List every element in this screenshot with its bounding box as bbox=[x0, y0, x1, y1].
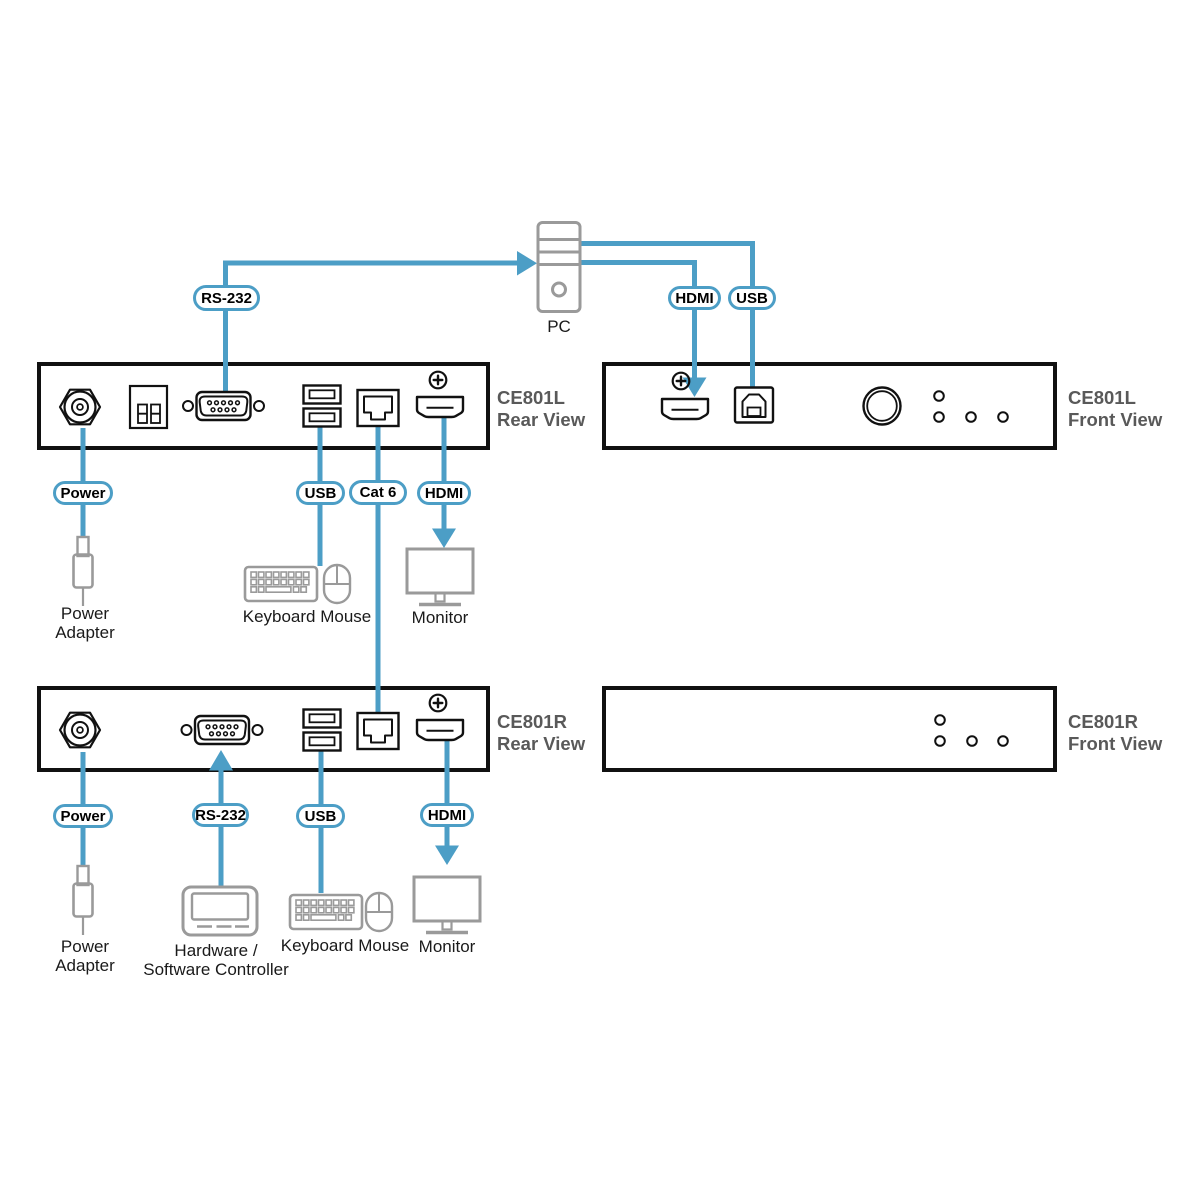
usb-cable-line-top bbox=[580, 241, 755, 387]
monitor-icon bbox=[405, 547, 475, 607]
caption-line: Hardware / bbox=[174, 941, 258, 960]
device-view: Front View bbox=[1068, 733, 1163, 754]
usb-label-pill: USB bbox=[728, 286, 776, 310]
ce801r-front-panel-box bbox=[602, 686, 1057, 772]
hdmi-label-pill: HDMI bbox=[420, 803, 474, 827]
power-adapter-caption: Power Adapter bbox=[35, 604, 135, 642]
ce801l-front-panel-box bbox=[602, 362, 1057, 450]
power-adapter-caption: Power Adapter bbox=[35, 937, 135, 975]
arrow-down-icon bbox=[432, 528, 456, 548]
device-view: Front View bbox=[1068, 409, 1163, 430]
pc-caption: PC bbox=[547, 317, 571, 336]
rs232-label-pill: RS-232 bbox=[192, 803, 249, 827]
cat6-label-pill: Cat 6 bbox=[349, 480, 407, 505]
hdmi-label-pill: HDMI bbox=[668, 286, 721, 310]
device-name: CE801L bbox=[1068, 387, 1136, 408]
device-name: CE801L bbox=[497, 387, 565, 408]
cable-lines bbox=[80, 241, 755, 893]
power-label-pill: Power bbox=[53, 804, 113, 828]
rs232-label-pill: RS-232 bbox=[193, 285, 260, 311]
arrow-down-icon bbox=[435, 845, 459, 865]
caption-line: Power bbox=[60, 604, 110, 623]
caption-line: Power bbox=[60, 937, 110, 956]
keyboard-icon bbox=[288, 893, 364, 931]
mouse-icon bbox=[364, 891, 394, 933]
caption-line: Adapter bbox=[55, 956, 115, 975]
usb-label-pill: USB bbox=[296, 481, 345, 505]
controller-caption: Hardware / Software Controller bbox=[126, 941, 306, 979]
hdmi-cable-line-top bbox=[580, 260, 697, 379]
power-adapter-icon bbox=[72, 864, 94, 937]
monitor-caption: Monitor bbox=[418, 937, 476, 956]
mouse-icon bbox=[322, 563, 352, 605]
arrow-up-icon bbox=[209, 750, 233, 771]
arrow-right-icon bbox=[517, 251, 537, 276]
keyboard-mouse-caption: Keyboard Mouse bbox=[242, 607, 372, 626]
ce801r-rear-panel-box bbox=[37, 686, 490, 772]
device-view: Rear View bbox=[497, 409, 586, 430]
hdmi-label-pill: HDMI bbox=[417, 481, 471, 505]
keyboard-mouse-caption: Keyboard Mouse bbox=[280, 936, 410, 955]
device-name: CE801R bbox=[497, 711, 567, 732]
power-adapter-icon bbox=[72, 535, 94, 608]
caption-line: Software Controller bbox=[143, 960, 289, 979]
monitor-caption: Monitor bbox=[411, 608, 469, 627]
device-label-ce801l-rear: CE801L Rear View bbox=[497, 387, 585, 431]
device-view: Rear View bbox=[497, 733, 586, 754]
device-label-ce801r-rear: CE801R Rear View bbox=[497, 711, 585, 755]
power-label-pill: Power bbox=[53, 481, 113, 505]
usb-label-pill: USB bbox=[296, 804, 345, 828]
device-label-ce801r-front: CE801R Front View bbox=[1068, 711, 1162, 755]
rs232-cable-line-top bbox=[223, 260, 517, 392]
device-label-ce801l-front: CE801L Front View bbox=[1068, 387, 1162, 431]
controller-icon bbox=[181, 885, 259, 937]
caption-line: Adapter bbox=[55, 623, 115, 642]
pc-tower-icon bbox=[536, 221, 582, 313]
keyboard-icon bbox=[243, 565, 319, 603]
monitor-icon bbox=[412, 875, 482, 935]
device-name: CE801R bbox=[1068, 711, 1138, 732]
